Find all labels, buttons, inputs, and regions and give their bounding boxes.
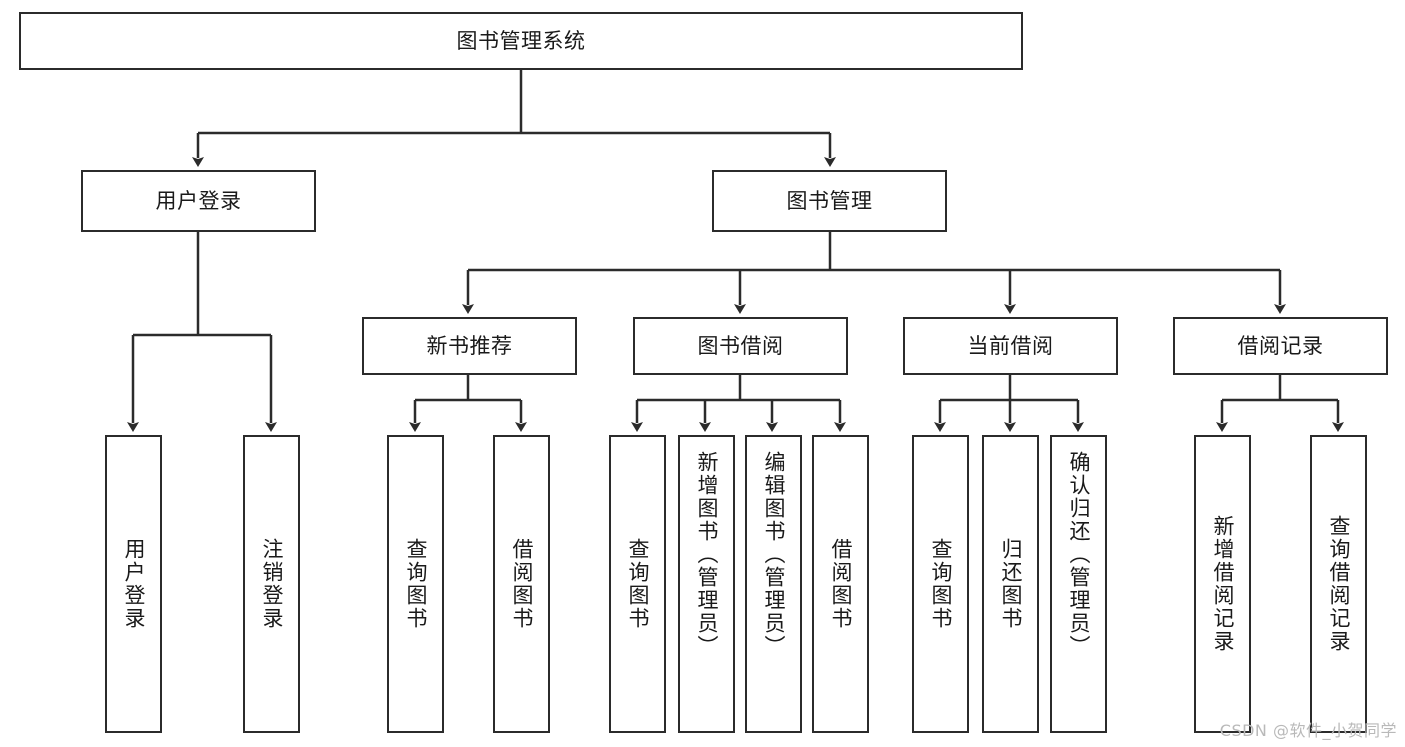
leaf-recommend-borrow-book[interactable]: 借阅图书 xyxy=(493,435,550,733)
node-label: 借阅图书 xyxy=(829,538,853,630)
node-label: 图书管理系统 xyxy=(456,28,586,53)
leaf-borrow-add-book-admin[interactable]: 新增图书（管理员） xyxy=(678,435,735,733)
node-new-book-recommend[interactable]: 新书推荐 xyxy=(362,317,577,375)
leaf-record-add-record[interactable]: 新增借阅记录 xyxy=(1194,435,1251,733)
leaf-user-login-logout[interactable]: 注销登录 xyxy=(243,435,300,733)
node-label: 查询图书 xyxy=(404,538,428,630)
leaf-current-return-book[interactable]: 归还图书 xyxy=(982,435,1039,733)
node-label: 新书推荐 xyxy=(426,333,513,358)
node-label: 用户登录 xyxy=(122,538,146,630)
node-label: 借阅图书 xyxy=(510,538,534,630)
node-label: 新增图书（管理员） xyxy=(695,451,719,658)
node-book-borrow[interactable]: 图书借阅 xyxy=(633,317,848,375)
node-borrow-record[interactable]: 借阅记录 xyxy=(1173,317,1388,375)
leaf-recommend-query-book[interactable]: 查询图书 xyxy=(387,435,444,733)
node-label: 编辑图书（管理员） xyxy=(762,451,786,658)
node-book-management[interactable]: 图书管理 xyxy=(712,170,947,232)
node-label: 借阅记录 xyxy=(1237,333,1324,358)
node-user-login[interactable]: 用户登录 xyxy=(81,170,316,232)
node-label: 注销登录 xyxy=(260,538,284,630)
leaf-borrow-edit-book-admin[interactable]: 编辑图书（管理员） xyxy=(745,435,802,733)
leaf-borrow-borrow-book[interactable]: 借阅图书 xyxy=(812,435,869,733)
node-label: 用户登录 xyxy=(155,188,242,213)
node-label: 查询图书 xyxy=(929,538,953,630)
node-label: 确认归还（管理员） xyxy=(1067,451,1091,658)
leaf-record-query-record[interactable]: 查询借阅记录 xyxy=(1310,435,1367,733)
leaf-current-query-book[interactable]: 查询图书 xyxy=(912,435,969,733)
node-label: 归还图书 xyxy=(999,538,1023,630)
node-label: 新增借阅记录 xyxy=(1211,515,1235,653)
node-current-borrow[interactable]: 当前借阅 xyxy=(903,317,1118,375)
node-root-system[interactable]: 图书管理系统 xyxy=(19,12,1023,70)
leaf-borrow-query-book[interactable]: 查询图书 xyxy=(609,435,666,733)
node-label: 查询图书 xyxy=(626,538,650,630)
node-label: 图书管理 xyxy=(786,188,873,213)
leaf-user-login-login[interactable]: 用户登录 xyxy=(105,435,162,733)
leaf-current-confirm-return-admin[interactable]: 确认归还（管理员） xyxy=(1050,435,1107,733)
node-label: 当前借阅 xyxy=(967,333,1054,358)
node-label: 查询借阅记录 xyxy=(1327,515,1351,653)
csdn-watermark: CSDN @软件_小贺同学 xyxy=(1219,721,1397,740)
node-label: 图书借阅 xyxy=(697,333,784,358)
